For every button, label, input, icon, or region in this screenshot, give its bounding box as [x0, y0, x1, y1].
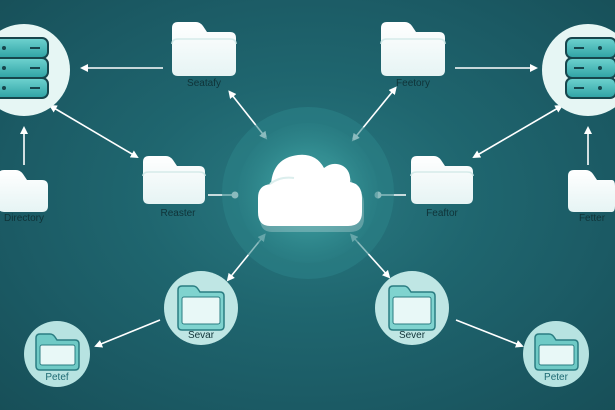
folder-seatafy-label: Seatafy	[187, 78, 221, 89]
file-petef[interactable]	[24, 321, 90, 387]
folder-icon	[410, 156, 474, 204]
folder-directory[interactable]	[0, 170, 48, 212]
file-folder-icon	[35, 333, 80, 371]
open-folder-icon	[177, 285, 225, 331]
connector-database-right-to-feaftor	[472, 104, 564, 159]
server-sevar-label: Sevar	[187, 330, 215, 341]
connector-sevar-to-petef	[94, 319, 161, 348]
connector-database-left-to-reaster	[48, 104, 139, 159]
folder-feetory-label: Feetory	[396, 78, 430, 89]
folder-icon	[0, 170, 48, 212]
file-petef-label: Petef	[45, 372, 69, 383]
central-cloud-hub	[222, 107, 394, 279]
open-folder-icon	[388, 285, 436, 331]
database-icon	[565, 37, 615, 99]
folder-seatafy[interactable]	[171, 22, 237, 76]
folder-icon	[380, 22, 446, 76]
folder-icon	[568, 170, 615, 212]
folder-reaster[interactable]	[142, 156, 206, 204]
folder-feaftor[interactable]	[410, 156, 474, 204]
database-icon	[0, 37, 49, 99]
folder-directory-label: Directory	[3, 213, 45, 224]
file-peter[interactable]	[523, 321, 589, 387]
folder-icon	[171, 22, 237, 76]
server-sever-label: Sever	[398, 330, 426, 341]
folder-feaftor-label: Feaftor	[426, 208, 458, 219]
folder-icon	[142, 156, 206, 204]
folder-fetter[interactable]	[568, 170, 615, 212]
file-peter-label: Peter	[544, 372, 568, 383]
server-sevar[interactable]	[164, 271, 238, 345]
folder-fetter-label: Fetter	[578, 213, 606, 224]
connector-sever-to-peter	[455, 319, 524, 348]
folder-feetory[interactable]	[380, 22, 446, 76]
file-folder-icon	[534, 333, 579, 371]
cloud-icon	[258, 154, 364, 232]
database-right[interactable]	[542, 24, 615, 116]
database-left[interactable]	[0, 24, 70, 116]
server-sever[interactable]	[375, 271, 449, 345]
folder-reaster-label: Reaster	[160, 208, 196, 219]
